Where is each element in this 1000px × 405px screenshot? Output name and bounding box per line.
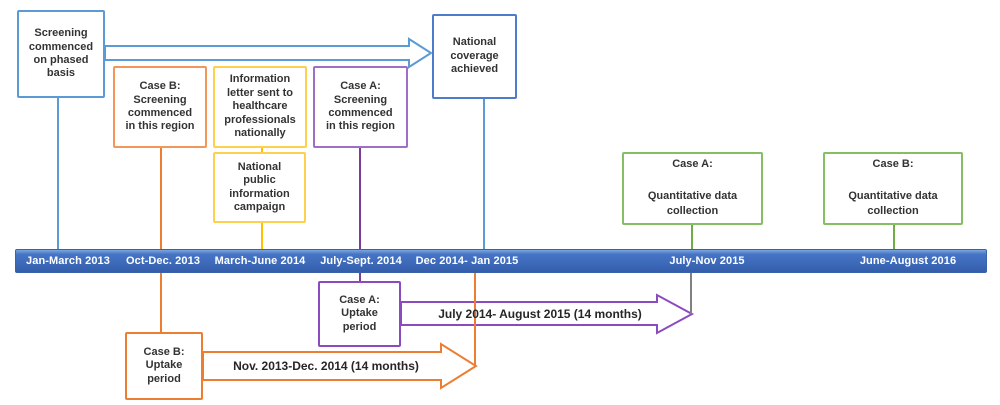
case-b-uptake-arrow-label: Nov. 2013-Dec. 2014 (14 months) bbox=[233, 359, 419, 373]
timeline-date-oct-dec-2013: Oct-Dec. 2013 bbox=[125, 255, 201, 267]
national-rollout-arrow bbox=[104, 37, 433, 69]
screening-phased-box: Screening commenced on phased basis bbox=[17, 10, 105, 98]
case-b-quant-box: Case B: Quantitative data collection bbox=[823, 152, 963, 225]
connector-public-campaign-line bbox=[261, 223, 263, 249]
national-coverage-box: National coverage achieved bbox=[432, 14, 517, 99]
connector-screening-phased-line bbox=[57, 98, 59, 249]
connector-case-a-quant-line bbox=[691, 225, 693, 249]
timeline-date-jan-march-2013: Jan-March 2013 bbox=[26, 255, 110, 267]
case-b-uptake-arrow bbox=[202, 342, 478, 390]
case-b-uptake-box: Case B: Uptake period bbox=[125, 332, 203, 400]
connector-case-a-uptake-end-line bbox=[690, 273, 692, 314]
connector-case-b-quant-line bbox=[893, 225, 895, 249]
connector-case-b-screening-line bbox=[160, 148, 162, 249]
timeline-bar bbox=[15, 249, 987, 273]
info-letter-box: Information letter sent to healthcare pr… bbox=[213, 66, 307, 148]
case-b-screening-box: Case B: Screening commenced in this regi… bbox=[113, 66, 207, 148]
timeline-date-july-sept-2014: July-Sept. 2014 bbox=[320, 255, 402, 267]
connector-case-a-uptake-line bbox=[359, 273, 361, 282]
case-a-uptake-box: Case A: Uptake period bbox=[318, 281, 401, 347]
timeline-date-march-june-2014: March-June 2014 bbox=[214, 255, 306, 267]
connector-case-b-uptake-end-line bbox=[474, 273, 476, 366]
case-a-quant-box: Case A: Quantitative data collection bbox=[622, 152, 763, 225]
connector-national-coverage-line bbox=[483, 99, 485, 249]
timeline-date-june-august-2016: June-August 2016 bbox=[859, 255, 957, 267]
timeline-date-july-nov-2015: July-Nov 2015 bbox=[669, 255, 745, 267]
case-a-uptake-arrow bbox=[400, 293, 695, 335]
case-a-screening-box: Case A: Screening commenced in this regi… bbox=[313, 66, 408, 148]
timeline-date-dec-2014-jan-2015: Dec 2014- Jan 2015 bbox=[415, 255, 519, 267]
case-a-uptake-arrow-label: July 2014- August 2015 (14 months) bbox=[438, 307, 642, 321]
connector-info-letter-line bbox=[261, 146, 263, 154]
connector-case-b-uptake-line bbox=[160, 273, 162, 332]
connector-case-a-screening-line bbox=[359, 148, 361, 249]
national-public-campaign-box: National public information campaign bbox=[213, 152, 306, 223]
